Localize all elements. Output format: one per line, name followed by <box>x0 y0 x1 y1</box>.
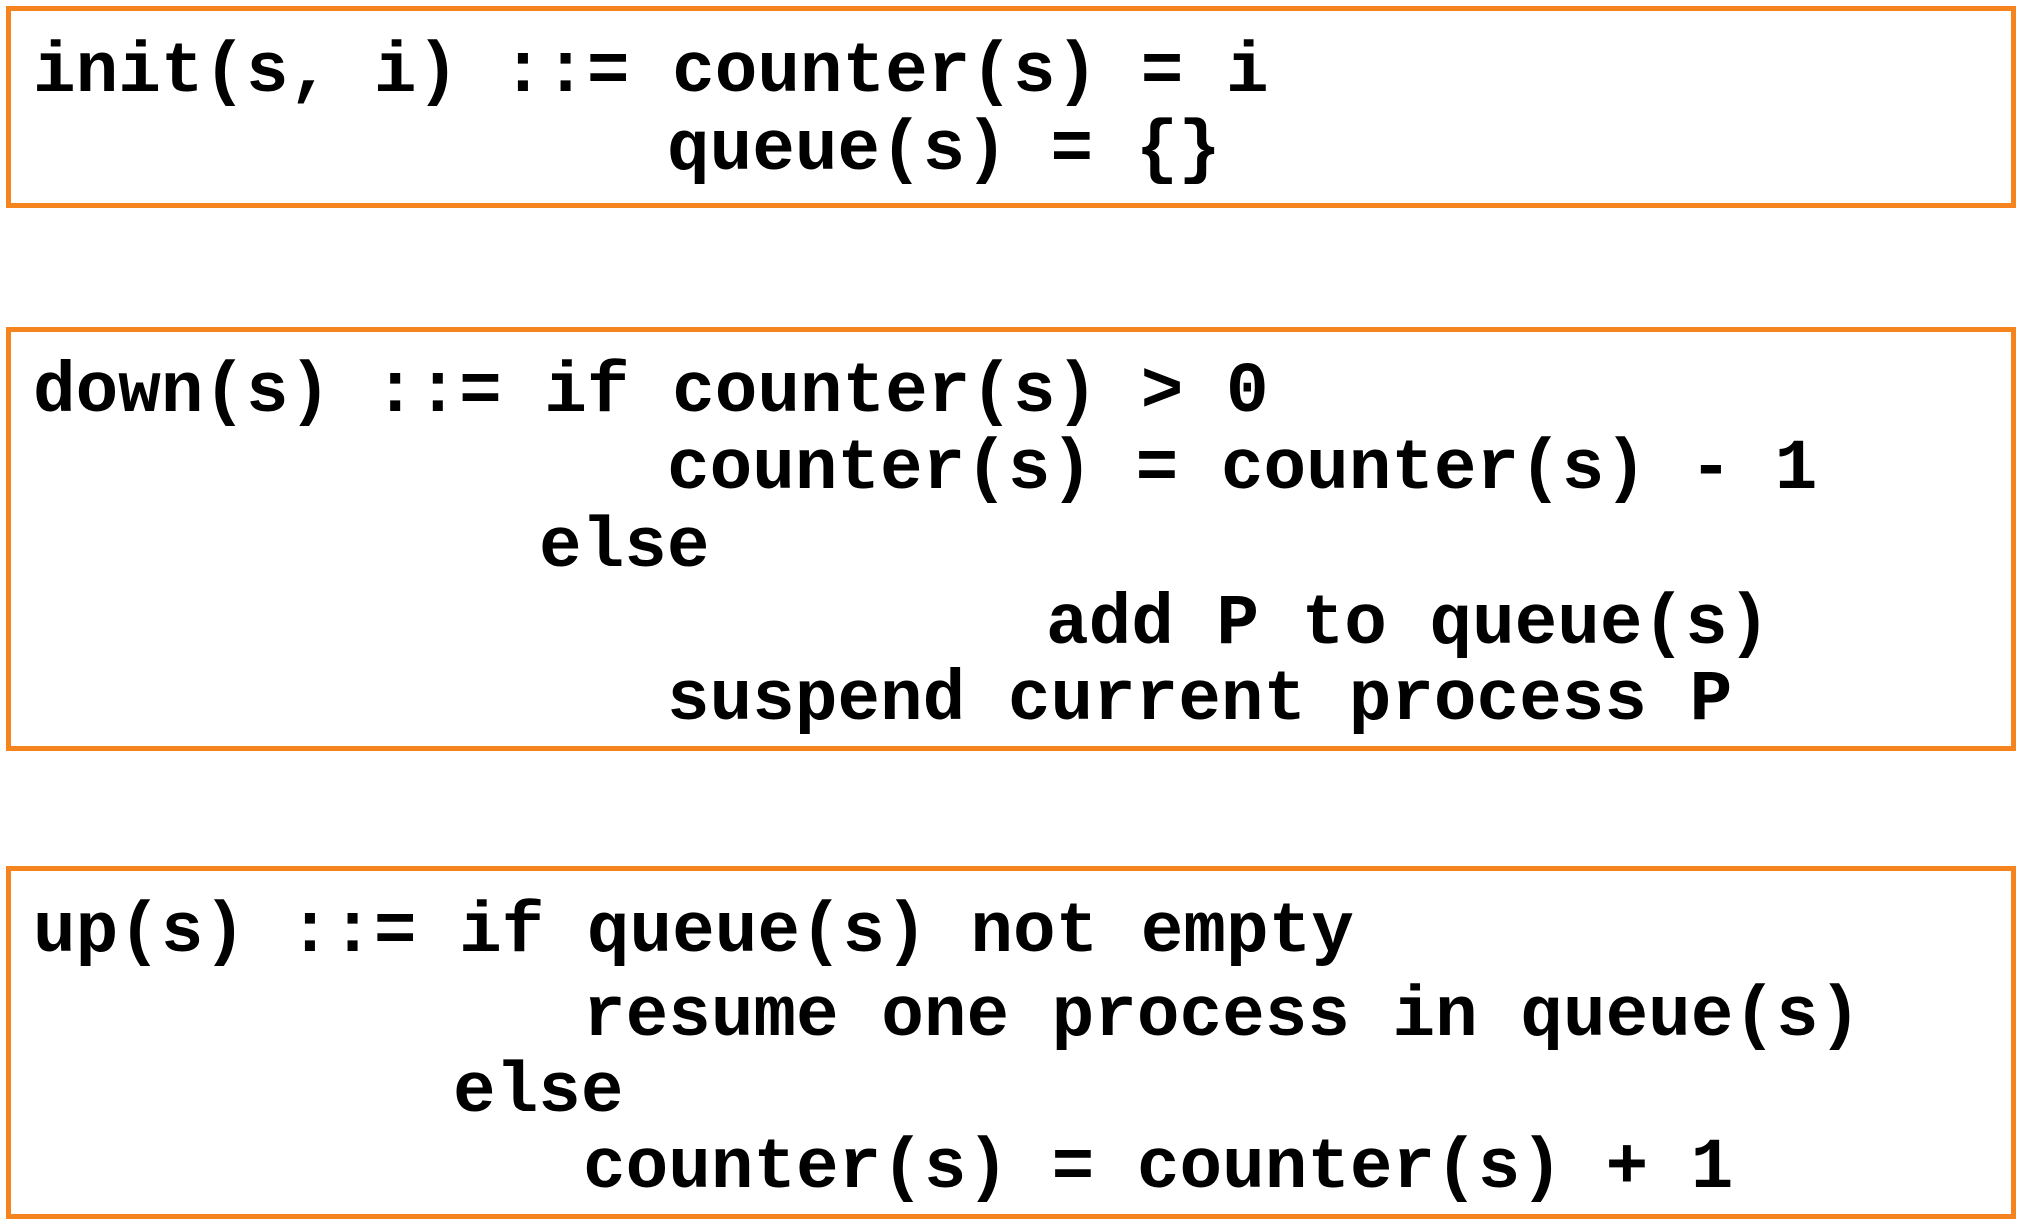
down-line-2: counter(s) = counter(s) - 1 <box>667 430 1818 510</box>
up-definition-box <box>6 866 2016 1219</box>
down-definition-box <box>6 327 2016 751</box>
init-line-1: init(s, i) ::= counter(s) = i <box>33 33 1269 113</box>
down-line-1: down(s) ::= if counter(s) > 0 <box>33 353 1269 433</box>
init-definition-box <box>6 6 2016 208</box>
down-line-4: add P to queue(s) <box>1046 585 1771 665</box>
up-line-3: else <box>453 1053 624 1133</box>
up-line-1: up(s) ::= if queue(s) not empty <box>33 893 1354 973</box>
up-line-2: resume one process in queue(s) <box>583 977 1862 1057</box>
down-line-5: suspend current process P <box>667 661 1733 741</box>
up-line-4: counter(s) = counter(s) + 1 <box>583 1129 1734 1209</box>
init-line-2: queue(s) = {} <box>667 111 1221 191</box>
down-line-3: else <box>539 508 710 588</box>
